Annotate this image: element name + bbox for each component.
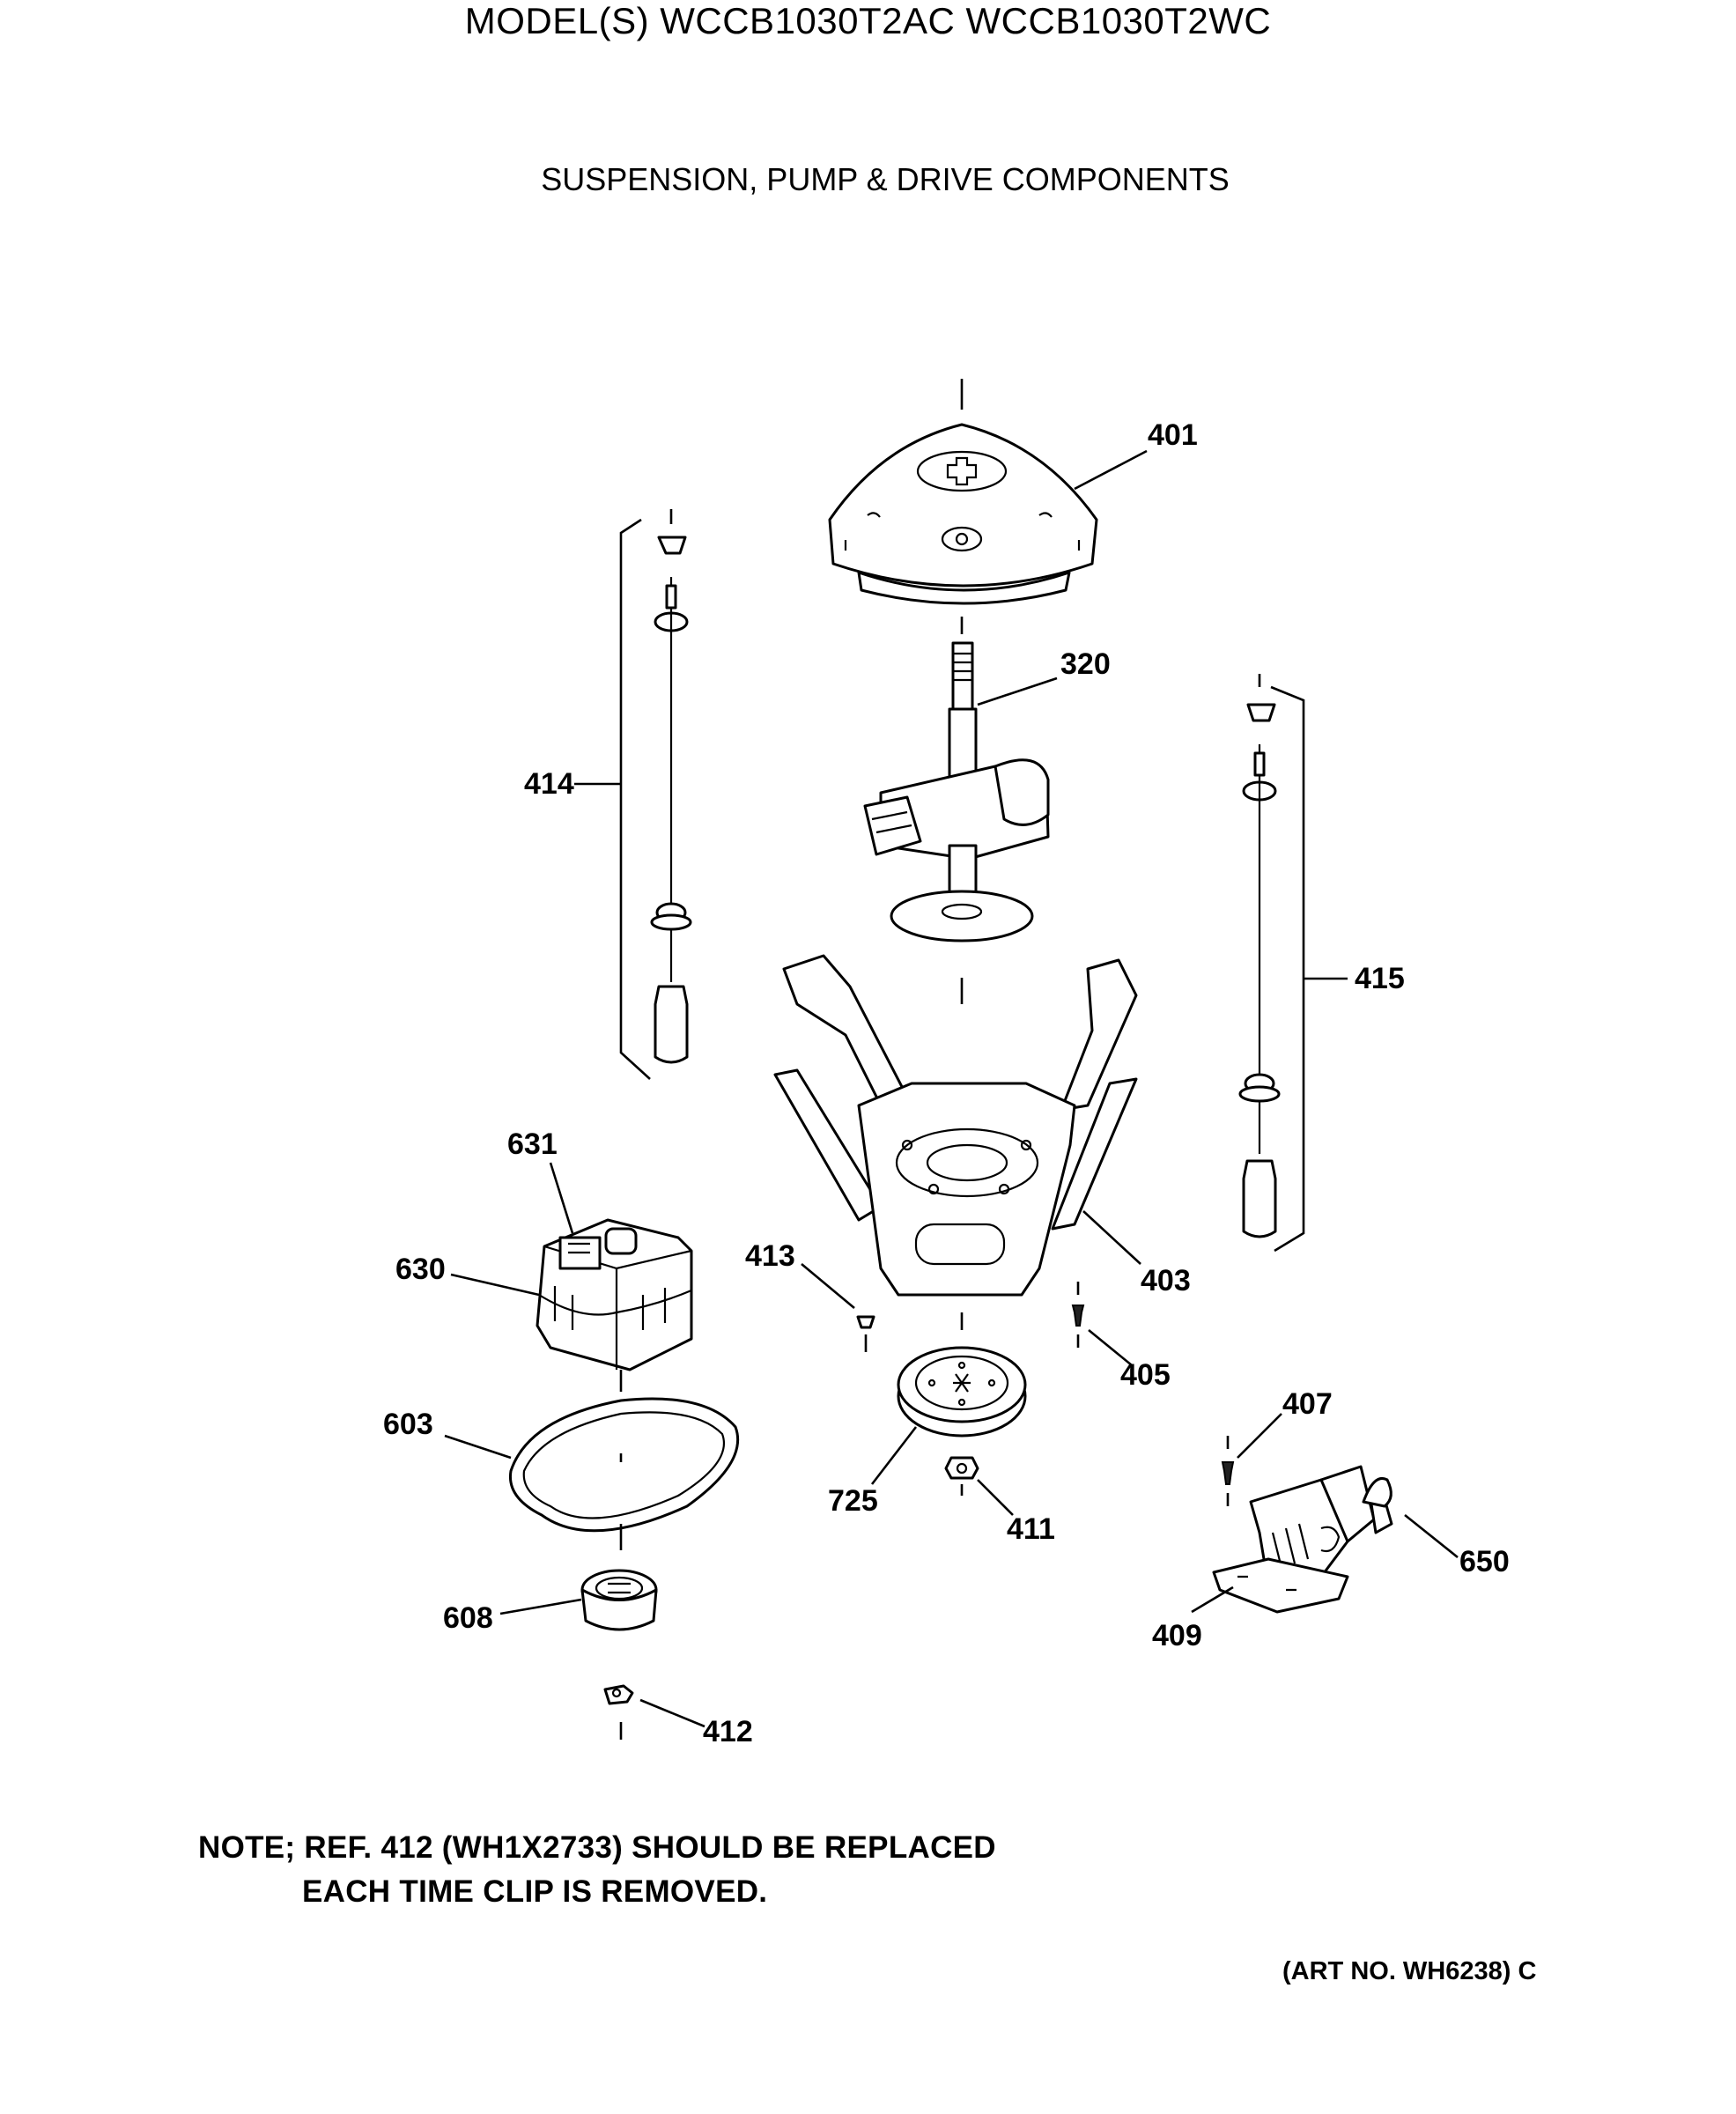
callout-415: 415 (1355, 962, 1405, 995)
retaining-clip-icon (856, 1315, 875, 1352)
callout-603: 603 (383, 1408, 433, 1441)
motor-pulley-icon (580, 1524, 658, 1631)
model-title: MODEL(S) WCCB1030T2AC WCCB1030T2WC (464, 0, 1272, 41)
drive-platform-cover-icon (828, 379, 1098, 634)
callout-320: 320 (1060, 647, 1111, 681)
section-title: SUSPENSION, PUMP & DRIVE COMPONENTS (541, 161, 1230, 197)
motor-switch-icon (558, 1236, 602, 1270)
replacement-note-line2: EACH TIME CLIP IS REMOVED. (302, 1874, 768, 1909)
callout-403: 403 (1141, 1264, 1191, 1297)
screw-icon (1071, 1282, 1085, 1348)
callout-405: 405 (1120, 1358, 1171, 1392)
callout-725: 725 (828, 1484, 878, 1518)
nut-icon (944, 1456, 979, 1496)
drive-belt-icon (508, 1397, 740, 1533)
callout-414: 414 (524, 767, 574, 801)
callout-631: 631 (507, 1127, 558, 1161)
replacement-note-line1: NOTE; REF. 412 (WH1X2733) SHOULD BE REPL… (198, 1830, 996, 1865)
callout-409: 409 (1152, 1619, 1202, 1652)
callout-412: 412 (703, 1715, 753, 1748)
callout-608: 608 (443, 1601, 493, 1635)
callout-407: 407 (1282, 1387, 1333, 1421)
pulley-clip-icon (603, 1684, 634, 1740)
suspension-rod-right-icon (1238, 674, 1305, 1253)
art-number: (ART NO. WH6238) C (1282, 1957, 1537, 1985)
callout-413: 413 (745, 1239, 795, 1273)
suspension-rod-left-icon (619, 509, 692, 1080)
callout-650: 650 (1459, 1545, 1510, 1578)
callout-411: 411 (1007, 1512, 1055, 1546)
suspension-platform-icon (773, 954, 1138, 1330)
transmission-pulley-icon (897, 1346, 1027, 1438)
pump-bracket-icon (1212, 1557, 1349, 1614)
callout-401: 401 (1148, 418, 1198, 452)
pump-clip-icon (1221, 1436, 1235, 1506)
transmission-icon (863, 641, 1050, 1004)
callout-630: 630 (395, 1253, 446, 1286)
